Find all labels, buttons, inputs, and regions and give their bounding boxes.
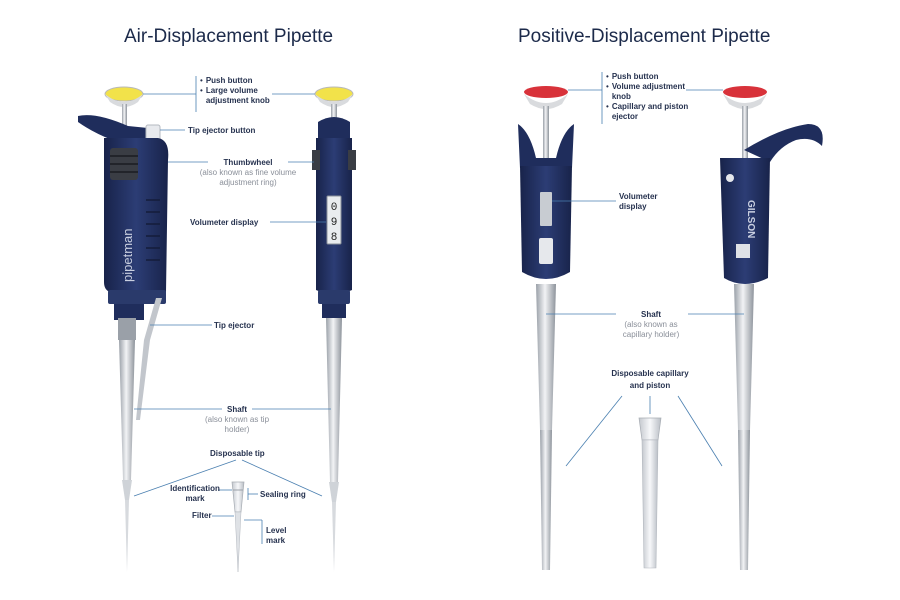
positive-capillary-ejector-label: Capillary and piston ejector [611,102,689,121]
positive-push-button-label: Push button [611,72,659,81]
air-identification-mark-label: Identification mark [170,484,220,503]
air-tip-ejector-label: Tip ejector [214,321,255,330]
air-plunger-rod [122,104,127,128]
air-finger-hook [78,115,148,140]
air-display-digit-3: 8 [331,232,338,244]
air-tip-ejector-button-label: Tip ejector button [188,126,256,135]
air-displacement-title: Air-Displacement Pipette [124,26,334,47]
leader-lines [133,72,744,544]
positive-push-button-red [524,86,568,98]
positive-label-group-top: •Push button •Volume adjustment knob •Ca… [606,72,689,121]
air-push-button-label: Push button [205,76,253,85]
air-disposable-tip-label: Disposable tip [210,449,265,458]
air-tip-a [125,500,129,572]
positive-pipette-side: GILSON [720,86,823,570]
air-shaft-label: Shaft [227,405,247,414]
positive-volumeter-label: Volumeter display [619,192,658,211]
air-body-collar [108,290,166,304]
air-shaft-b [326,318,342,482]
positive-shaft-group: Shaft (also known as capillary holder) [614,310,688,340]
air-shaft-a [119,340,135,480]
air-thumbwheel-b-right [348,150,356,170]
positive-brand-text: GILSON [745,200,756,238]
positive-displacement-title: Positive-Displacement Pipette [518,26,771,47]
air-sealing-ring-label: Sealing ring [260,490,306,499]
positive-volumeter-display [540,192,552,226]
air-level-mark-label: Level mark [266,526,287,545]
air-display-digit-2: 9 [331,217,338,229]
positive-shaft-d [734,284,754,430]
positive-finger-hook [744,124,823,162]
air-tip-b [332,502,336,572]
air-shaft-group: Shaft (also known as tip holder) [202,405,272,435]
air-tip-ejector [136,298,162,420]
air-label-group-top: •Push button •Large volume adjustment kn… [200,76,272,106]
air-volumeter-display [326,195,342,245]
air-filter-label: Filter [192,511,212,520]
air-pipette-front: 0 9 8 [312,86,356,572]
air-knob [105,94,143,107]
positive-capillary-c [540,430,552,570]
air-thumbwheel-label: Thumbwheel [223,158,273,167]
air-volumeter-label: Volumeter display [190,218,259,227]
air-thumbwheel-group: Thumbwheel (also known as fine volume ad… [188,158,308,188]
positive-shaft-label: Shaft [641,310,661,319]
air-loose-tip [231,481,245,573]
positive-volume-knob-label: Volume adjustment knob [611,82,686,101]
positive-pipette-front [518,86,574,570]
positive-barcode [736,244,750,258]
air-thumbwheel-note: (also known as fine volume adjustment ri… [199,168,297,187]
positive-shaft-note: (also known as capillary holder) [622,320,680,339]
positive-disposable-label: Disposable capillary and piston [611,369,689,390]
air-display-digit-1: 0 [331,202,338,214]
positive-ejector-wings [518,124,574,168]
air-shaft-note: (also known as tip holder) [204,415,270,434]
positive-loose-capillary [638,417,662,569]
air-thumbwheel-b-left [312,150,320,170]
positive-push-button-red-b [723,86,767,98]
positive-body-d [720,158,770,284]
air-pipette-side: pipetman [78,86,169,572]
positive-shaft-c [536,284,556,430]
positive-capillary-d [738,430,750,570]
air-large-knob-label: Large volume adjustment knob [205,86,270,105]
air-brand-text: pipetman [120,229,135,282]
